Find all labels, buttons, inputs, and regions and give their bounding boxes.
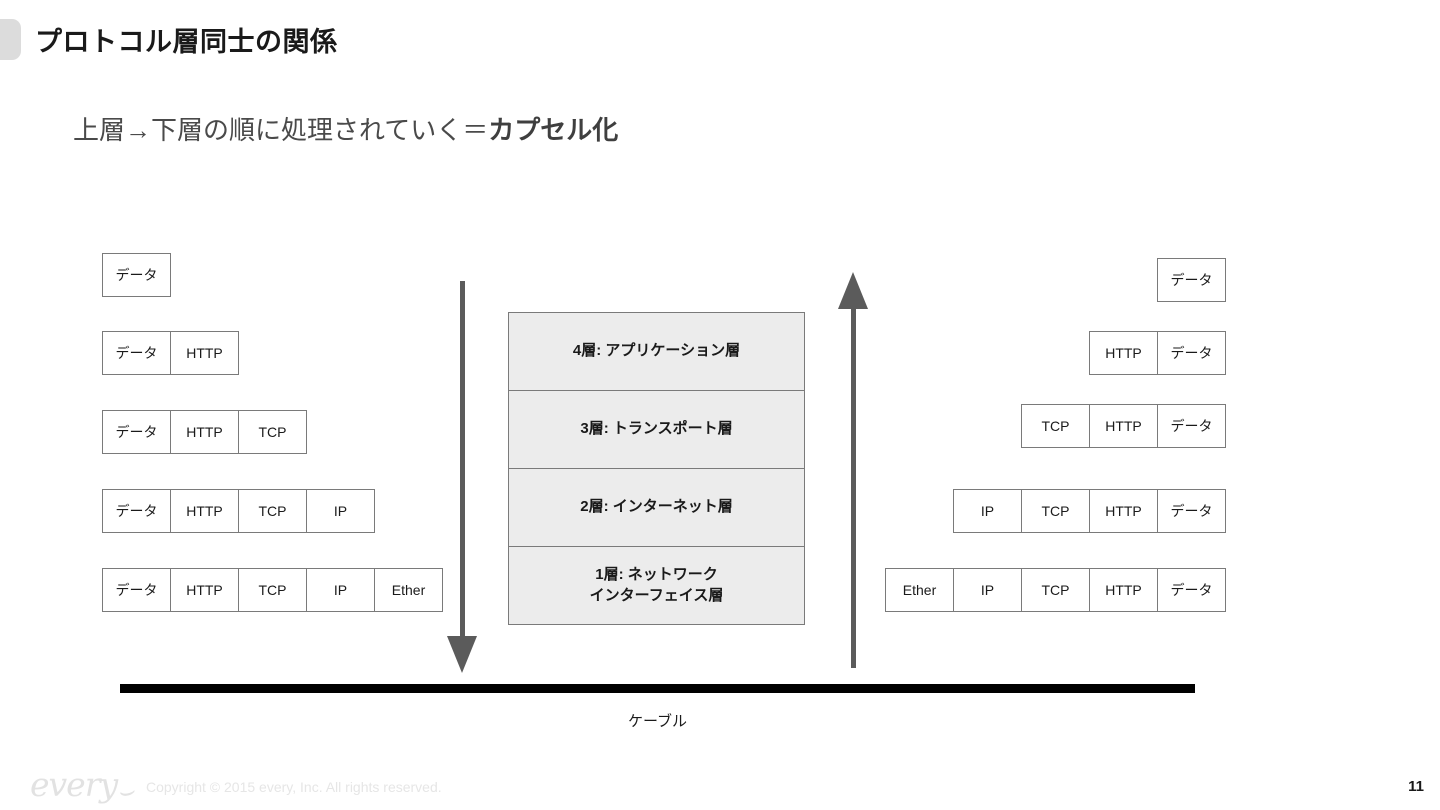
page-title: プロトコル層同士の関係 [35,27,338,57]
packet-cell: TCP [1021,568,1090,612]
packet-cell: HTTP [170,410,239,454]
subtitle-plain-text: 上層→下層の順に処理されていく＝ [73,115,489,145]
subtitle: 上層→下層の順に処理されていく＝カプセル化 [73,110,618,147]
packet-cell: データ [102,253,171,297]
packet-cell: TCP [1021,489,1090,533]
packet-cell: データ [1157,331,1226,375]
arrow-head [838,272,868,309]
title-accent-bar [0,19,21,60]
packet-cell: HTTP [170,331,239,375]
arrow-shaft [459,281,465,636]
protocol-stack-layer: 4層: アプリケーション層 [508,312,805,391]
packet-cell: HTTP [1089,568,1158,612]
packet-cell: Ether [885,568,954,612]
packet-cell: TCP [1021,404,1090,448]
packet-row: データ [102,253,171,297]
packet-cell: IP [306,489,375,533]
packet-cell: データ [1157,568,1226,612]
subtitle-emphasis-text: カプセル化 [488,115,619,145]
cable-label: ケーブル [627,713,688,730]
packet-cell: データ [102,410,171,454]
every-logo: every⌣ [30,765,135,808]
packet-cell: データ [1157,258,1226,302]
every-logo-text: every [30,765,118,804]
protocol-stack-layer: 3層: トランスポート層 [508,390,805,469]
arrow-shaft [850,309,856,668]
protocol-stack-layer: 1層: ネットワークインターフェイス層 [508,546,805,625]
packet-row: データ [1157,258,1226,302]
packet-cell: IP [953,489,1022,533]
packet-cell: IP [953,568,1022,612]
packet-cell: データ [102,331,171,375]
packet-cell: データ [1157,404,1226,448]
packet-cell: HTTP [170,489,239,533]
packet-cell: IP [306,568,375,612]
packet-cell: データ [1157,489,1226,533]
packet-cell: HTTP [1089,489,1158,533]
packet-cell: TCP [238,568,307,612]
packet-cell: HTTP [1089,331,1158,375]
packet-cell: データ [102,489,171,533]
every-logo-tail: ⌣ [115,776,136,808]
arrow-head [447,636,477,673]
decapsulation-up-arrow-icon [837,272,869,668]
encapsulation-down-arrow-icon [446,281,478,673]
copyright-notice: Copyright © 2015 every, Inc. All rights … [146,779,442,795]
packet-cell: HTTP [170,568,239,612]
packet-cell: TCP [238,410,307,454]
protocol-stack-layer: 2層: インターネット層 [508,468,805,547]
packet-cell: HTTP [1089,404,1158,448]
packet-cell: TCP [238,489,307,533]
packet-cell: データ [102,568,171,612]
cable-bar [120,684,1195,693]
page-number: 11 [1408,778,1424,795]
packet-cell: Ether [374,568,443,612]
